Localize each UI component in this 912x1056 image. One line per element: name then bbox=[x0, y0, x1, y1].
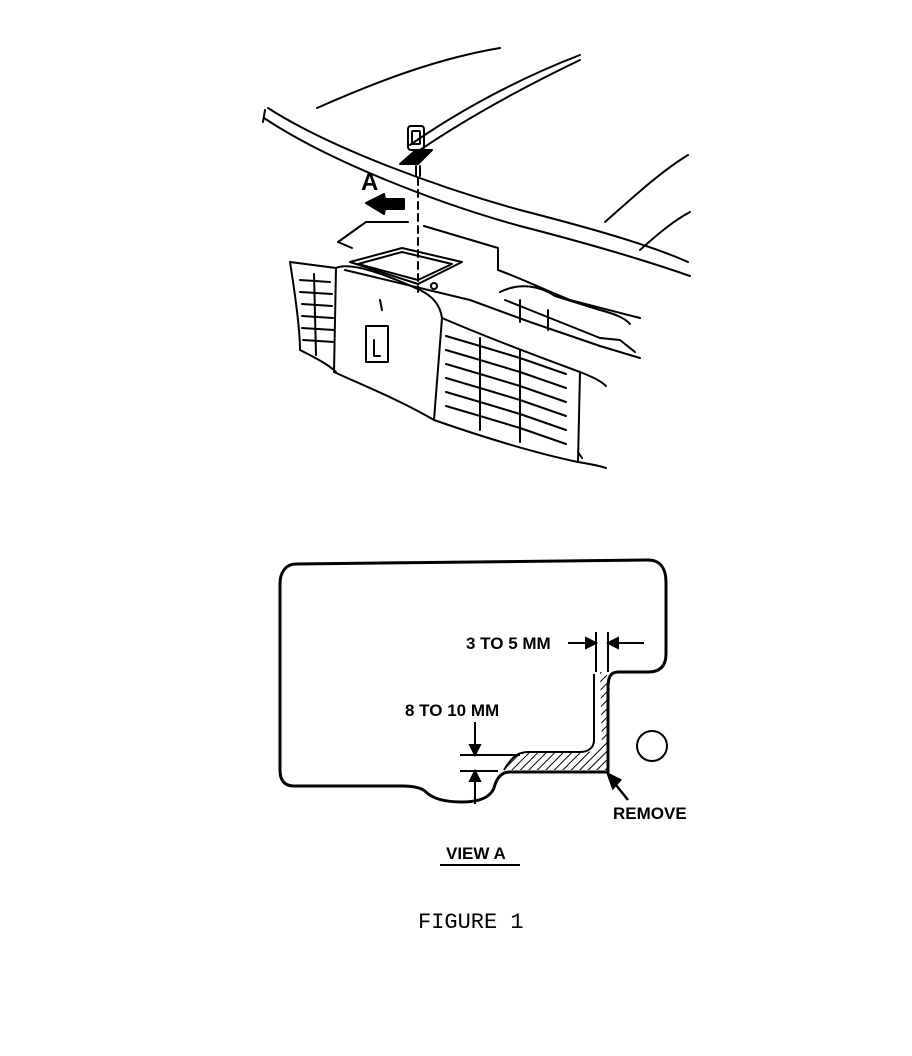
view-a-arrow bbox=[365, 193, 405, 215]
dimension-8-10mm bbox=[460, 722, 520, 804]
hood bbox=[262, 47, 691, 277]
dimension-3-5mm bbox=[568, 632, 644, 672]
view-a-title: VIEW A bbox=[446, 844, 506, 863]
radiator-support bbox=[337, 221, 641, 359]
removal-area bbox=[504, 672, 610, 770]
view-a-detail: 3 TO 5 MM 8 TO 10 MM REMOVE VIEW A bbox=[278, 558, 687, 866]
hood-grille-illustration bbox=[262, 47, 691, 469]
cut-line bbox=[503, 674, 595, 771]
label-3-to-5-mm: 3 TO 5 MM bbox=[466, 634, 551, 653]
grille-left bbox=[289, 261, 337, 373]
grille-center-panel bbox=[333, 265, 443, 421]
hood-latch-bracket bbox=[399, 125, 433, 177]
label-8-to-10-mm: 8 TO 10 MM bbox=[405, 701, 499, 720]
bracket-outline bbox=[278, 558, 668, 804]
view-marker-letter: A bbox=[361, 169, 378, 196]
label-remove: REMOVE bbox=[613, 804, 687, 823]
figure-caption: FIGURE 1 bbox=[418, 910, 524, 935]
remove-arrow bbox=[605, 771, 629, 801]
mounting-hole bbox=[636, 730, 668, 762]
grille-right bbox=[433, 317, 607, 469]
